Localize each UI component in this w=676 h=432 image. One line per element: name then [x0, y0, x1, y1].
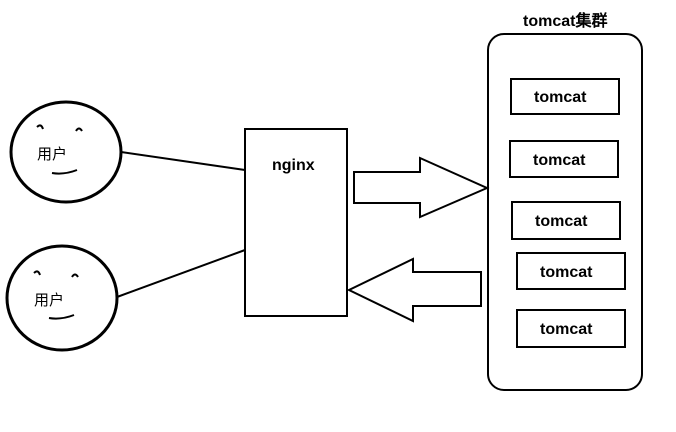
cluster-title: tomcat集群 [523, 13, 608, 30]
tomcat-box [516, 309, 626, 348]
user-eye [36, 124, 44, 130]
user-eye [33, 270, 41, 276]
tomcat-box [516, 252, 626, 290]
tomcat-label: tomcat [540, 264, 593, 281]
nginx-label: nginx [272, 157, 315, 174]
user-node [5, 244, 119, 352]
user-label: 用户 [37, 146, 68, 163]
tomcat-label: tomcat [534, 89, 587, 106]
user-label: 用户 [34, 292, 65, 309]
tomcat-cluster-box [487, 33, 643, 391]
tomcat-label: tomcat [540, 321, 593, 338]
tomcat-box [511, 201, 621, 240]
user-eye [71, 273, 79, 278]
right-arrow-icon [353, 156, 490, 219]
nginx-box [244, 128, 348, 317]
tomcat-label: tomcat [535, 213, 588, 230]
tomcat-box [509, 140, 619, 178]
user-eye [75, 127, 83, 132]
user-mouth [51, 169, 78, 175]
user-mouth [48, 314, 75, 320]
tomcat-label: tomcat [533, 152, 586, 169]
connection-line [120, 151, 246, 171]
left-arrow-icon [346, 257, 482, 323]
connection-line [116, 249, 246, 298]
tomcat-box [510, 78, 620, 115]
user-face-circle [5, 244, 119, 352]
